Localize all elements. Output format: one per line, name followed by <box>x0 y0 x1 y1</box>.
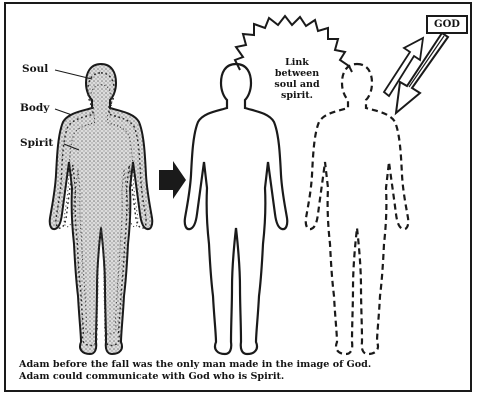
label-spirit: Spirit <box>20 138 53 149</box>
figure-complete-man <box>50 64 153 354</box>
right-arrow-icon <box>159 161 186 199</box>
link-annotation-line: spirit. <box>262 90 332 101</box>
diagram-caption: Adam before the fall was the only man ma… <box>19 359 467 383</box>
link-annotation-line: soul and <box>262 79 332 90</box>
link-annotation-line: Link <box>262 57 332 68</box>
caption-line: Adam could communicate with God who is S… <box>19 371 467 383</box>
figure-soul-outline <box>185 64 288 354</box>
caption-line: Adam before the fall was the only man ma… <box>19 359 467 371</box>
label-body: Body <box>20 103 49 114</box>
god-label-box: GOD <box>426 15 468 34</box>
link-annotation: Link between soul and spirit. <box>262 57 332 101</box>
figure-spirit-dashed <box>306 64 409 354</box>
link-annotation-line: between <box>262 68 332 79</box>
label-soul: Soul <box>22 64 48 75</box>
